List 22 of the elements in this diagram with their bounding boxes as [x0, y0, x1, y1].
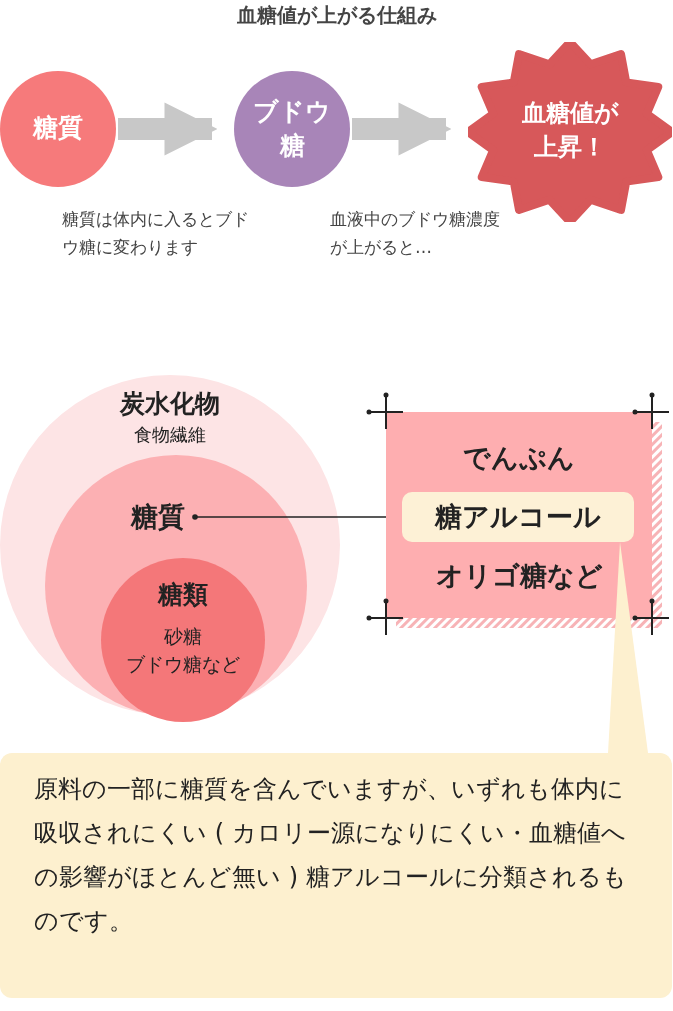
group-heading: 糖類 — [156, 579, 209, 611]
category-panel — [386, 412, 652, 618]
node-label: 糖質 — [31, 112, 84, 144]
item-text: 糖アルコール — [433, 500, 602, 534]
group-subtext: ブドウ糖など — [125, 652, 241, 677]
group-subtext: 砂糖 — [163, 624, 203, 649]
diagram-title: 血糖値が上がる仕組み — [235, 2, 438, 29]
highlight-pill — [402, 492, 634, 542]
note-paragraph: 原料の一部に糖質を含んでいますが、いずれも体内に吸収されにくい ( カロリー源になりにくい・血糖値への影響がほとんど無い ) 糖アルコールに分類されるものです。 — [34, 774, 628, 937]
block-arrow — [118, 102, 218, 156]
group-heading: 炭水化物 — [118, 388, 221, 420]
caption-text: 血液中のブドウ糖濃度が上がると… — [330, 208, 500, 259]
node-label: ブドウ糖 — [252, 96, 332, 162]
item-text: オリゴ糖など — [434, 559, 604, 593]
node-label: 血糖値が上昇！ — [520, 98, 620, 163]
item-text: でんぷん — [462, 441, 576, 475]
note-panel — [0, 753, 672, 998]
block-arrow — [352, 102, 452, 156]
caption-text: 糖質は体内に入るとブドウ糖に変わります — [62, 208, 250, 259]
group-subtext: 食物繊維 — [133, 423, 207, 447]
leader-line — [192, 514, 387, 520]
group-heading: 糖質 — [131, 500, 185, 534]
